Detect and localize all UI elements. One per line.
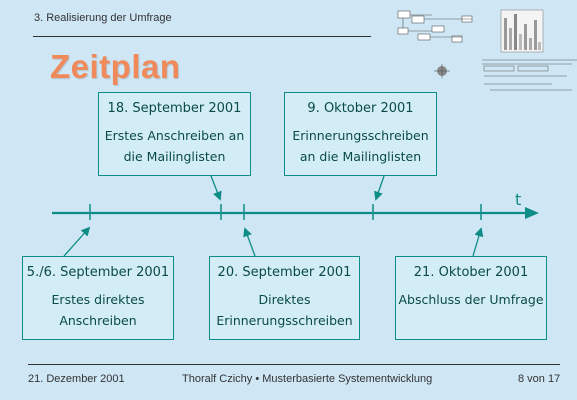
footer-page-number: 8 von 17 bbox=[518, 373, 561, 385]
page-title: Zeitplan bbox=[50, 48, 181, 85]
event-date: 20. September 2001 bbox=[217, 265, 352, 280]
bar-chart-thumbnail-icon bbox=[500, 9, 544, 53]
arrow-oct-21 bbox=[472, 227, 484, 257]
event-description: Abschluss der Umfrage bbox=[398, 292, 544, 307]
event-line-1: Erinnerungsschreiben bbox=[292, 128, 429, 143]
event-line-2: Erinnerungsschreiben bbox=[216, 313, 353, 328]
table-thumbnail-icon bbox=[482, 59, 577, 91]
event-line-1: Erstes Anschreiben an bbox=[104, 128, 245, 143]
event-date: 5./6. September 2001 bbox=[26, 265, 170, 280]
event-box-oct-21: 21. Oktober 2001 Abschluss der Umfrage bbox=[395, 256, 547, 340]
arrow-sep-18 bbox=[210, 175, 222, 201]
event-line-2: die Mailinglisten bbox=[123, 149, 226, 164]
event-date: 18. September 2001 bbox=[107, 101, 242, 116]
globe-thumbnail-icon bbox=[434, 64, 450, 78]
event-date: 9. Oktober 2001 bbox=[307, 101, 414, 116]
footer-date: 21. Dezember 2001 bbox=[28, 373, 125, 385]
event-line-2: Anschreiben bbox=[59, 313, 137, 328]
event-box-oct-9: 9. Oktober 2001 Erinnerungsschreiben an d… bbox=[284, 92, 437, 176]
event-box-sep-18: 18. September 2001 Erstes Anschreiben an… bbox=[98, 92, 251, 176]
header-rule bbox=[33, 36, 371, 37]
arrow-oct-9 bbox=[374, 175, 385, 201]
event-description: Erinnerungsschreiben an die Mailinglisten bbox=[285, 125, 436, 167]
arrow-sep-20 bbox=[243, 227, 256, 257]
event-description: Erstes Anschreiben an die Mailinglisten bbox=[99, 125, 250, 167]
timeline-arrowhead-icon bbox=[525, 207, 539, 219]
event-line-2: an die Mailinglisten bbox=[299, 149, 422, 164]
footer-rule bbox=[28, 364, 560, 365]
event-date: 21. Oktober 2001 bbox=[413, 265, 529, 280]
footer-author: Thoralf Czichy • Musterbasierte Systemen… bbox=[182, 373, 433, 385]
event-line-1: Erstes direktes bbox=[51, 292, 145, 307]
section-header: 3. Realisierung der Umfrage bbox=[34, 12, 172, 24]
event-line-1: Direktes bbox=[258, 292, 311, 307]
arrow-sep-5 bbox=[63, 226, 91, 257]
time-axis-label: t bbox=[515, 190, 522, 209]
header-thumbnails bbox=[397, 9, 577, 91]
diagram-thumbnail-icon bbox=[397, 10, 473, 43]
